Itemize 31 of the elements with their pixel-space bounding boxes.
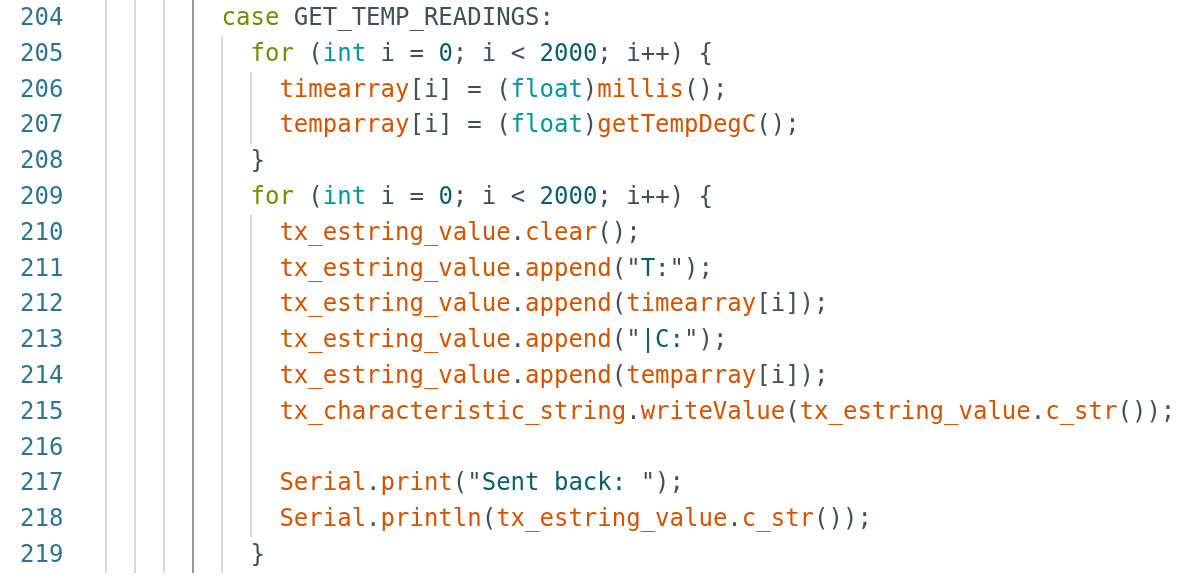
code-line: for (int i = 0; i < 2000; i++) { [250, 181, 713, 212]
line-number: 209 [20, 181, 64, 212]
line-number: 204 [20, 2, 64, 33]
code-line: case GET_TEMP_READINGS: [221, 2, 554, 33]
line-number: 212 [20, 288, 64, 320]
line-number: 206 [20, 73, 64, 105]
code-line: Serial.print("Sent back: "); [279, 467, 684, 499]
code-line: timearray[i] = (float)millis(); [279, 73, 728, 105]
line-number: 218 [20, 503, 64, 535]
line-number: 217 [20, 467, 64, 499]
code-line: } [250, 145, 265, 177]
code-line: tx_characteristic_string.writeValue(tx_estring_value.c_str()); [279, 395, 1176, 427]
code-line: tx_estring_value.append(timearray[i]); [279, 288, 829, 320]
line-number: 210 [20, 216, 64, 248]
line-number: 215 [20, 395, 64, 427]
code-line: tx_estring_value.append(temparray[i]); [279, 360, 829, 391]
line-number: 213 [20, 324, 64, 356]
line-number: 219 [20, 539, 64, 570]
line-number: 211 [20, 252, 64, 284]
code-line: } [250, 539, 265, 570]
code-line: temparray[i] = (float)getTempDegC(); [279, 109, 800, 141]
code-line: Serial.println(tx_estring_value.c_str()); [279, 503, 872, 535]
line-number: 207 [20, 109, 64, 141]
code-line: for (int i = 0; i < 2000; i++) { [250, 37, 713, 69]
line-number: 208 [20, 145, 64, 177]
code-line: tx_estring_value.append("T:"); [279, 252, 713, 284]
code-line: tx_estring_value.append("|C:"); [279, 324, 728, 356]
line-number: 205 [20, 37, 64, 69]
line-number: 216 [20, 431, 64, 463]
code-line: tx_estring_value.clear(); [279, 216, 641, 248]
line-number: 214 [20, 360, 64, 391]
